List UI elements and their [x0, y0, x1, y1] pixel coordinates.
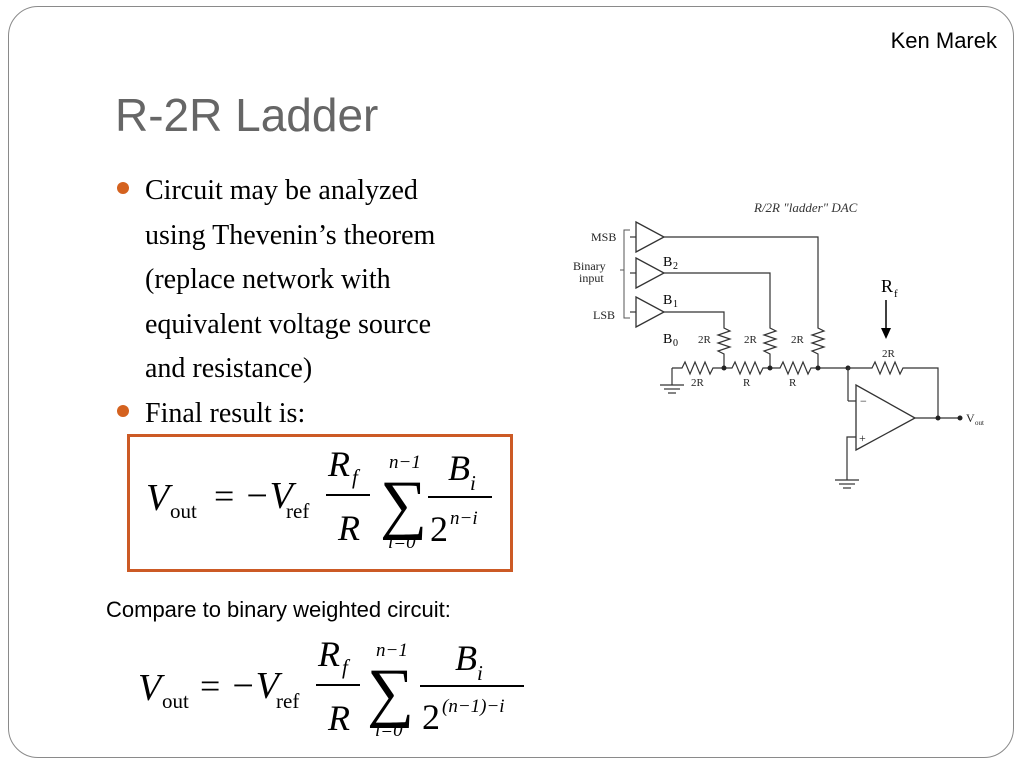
bullet-line: equivalent voltage source [145, 308, 432, 340]
resistor-2r-icon [716, 325, 732, 368]
formula-bi: B [455, 638, 477, 678]
resistor-label: R [789, 377, 797, 389]
formula-bi-sub: i [477, 661, 483, 685]
wire [664, 236, 819, 325]
slide-frame [8, 6, 1014, 758]
author-name: Ken Marek [890, 28, 997, 53]
formula-exponent: (n−1)−i [442, 696, 505, 717]
formula-sum-bottom: i=0 [375, 720, 403, 741]
formula-sum-top: n−1 [389, 452, 421, 473]
resistor-2r-icon [762, 325, 778, 368]
bullet-line: using Thevenin’s theorem [145, 219, 436, 251]
resistor-r-icon [770, 360, 818, 376]
vout-label: V [966, 411, 975, 425]
formula-vout-sub: out [162, 689, 189, 713]
sigma-icon: ∑ [367, 656, 414, 729]
formula-r: R [337, 508, 360, 548]
circuit-caption: R/2R "ladder" DAC [753, 200, 858, 215]
b2-label: B [663, 255, 672, 270]
formula-vout: V [138, 667, 165, 709]
formula-bi: B [448, 448, 470, 488]
buffer-mid-icon [635, 256, 666, 290]
resistor-label: 2R [698, 334, 712, 346]
formula-equals: = [214, 476, 234, 516]
buffer-msb-icon [635, 220, 666, 254]
b0-sub: 0 [673, 338, 678, 349]
formula-two: 2 [430, 509, 448, 549]
formula-rf: R [327, 444, 350, 484]
output-terminal [957, 415, 963, 421]
formula-bi-sub: i [470, 471, 476, 495]
bullet-line: (replace network with [145, 264, 391, 295]
slide-title: R-2R Ladder [115, 89, 379, 141]
formula-rf-sub: f [352, 465, 361, 489]
formula-ref-sub: ref [276, 689, 299, 713]
lsb-label: LSB [593, 308, 615, 322]
resistor-label: 2R [744, 334, 758, 346]
resistor-2r-icon [810, 325, 826, 368]
resistor-r-icon [724, 360, 770, 376]
bullet-line: Final result is: [145, 397, 306, 429]
formula-vout: V [146, 477, 173, 519]
msb-label: MSB [591, 230, 616, 244]
compare-label: Compare to binary weighted circuit: [106, 597, 451, 622]
formula-minus-vref: −V [244, 475, 297, 517]
formula-minus-vref: −V [230, 665, 283, 707]
formula-two: 2 [422, 697, 440, 737]
b2-sub: 2 [673, 261, 678, 272]
bullet-line: Circuit may be analyzed [145, 175, 418, 206]
op-amp-minus: − [860, 394, 867, 408]
formula-vout-sub: out [170, 499, 197, 523]
junction-dot [815, 365, 821, 371]
formula-rf-sub: f [342, 655, 351, 679]
rf-sub: f [894, 288, 898, 300]
r2r-dac-circuit: R/2R "ladder" DAC MSB Binary input LSB B… [573, 200, 984, 489]
sigma-icon: ∑ [380, 468, 427, 541]
buffer-lsb-icon [635, 295, 666, 329]
wire [664, 272, 771, 325]
junction-dot [721, 365, 727, 371]
rf-arrowhead-icon [881, 328, 891, 339]
formula-ref-sub: ref [286, 499, 309, 523]
formula-equals: = [200, 666, 220, 706]
bullet-list: Circuit may be analyzed using Thevenin’s… [117, 169, 497, 436]
formula-exponent: n−i [450, 508, 478, 529]
rf-label: R [881, 276, 893, 296]
formula-rf: R [317, 634, 340, 674]
formula-sum-bottom: i=0 [388, 532, 416, 553]
formula-sum-top: n−1 [376, 640, 408, 661]
bw-formula: V out = −V ref R f R n−1 ∑ i=0 B i 2 (n−… [138, 634, 524, 741]
junction-dot [767, 365, 773, 371]
op-amp-icon [855, 383, 917, 452]
binary-label: Binary [573, 259, 606, 273]
resistor-label: 2R [882, 348, 896, 360]
formula-r: R [327, 698, 350, 738]
b1-sub: 1 [673, 299, 678, 310]
rr-formula: V out = −V ref R f R n−1 ∑ i=0 B i 2 n−i [146, 444, 492, 553]
bullet-dot-icon [117, 404, 129, 417]
op-amp-plus: + [859, 431, 866, 445]
resistor-feedback-icon [848, 360, 939, 418]
wire [664, 311, 725, 325]
resistor-label: R [743, 377, 751, 389]
junction-dot [935, 415, 941, 421]
resistor-label: 2R [691, 377, 705, 389]
b1-label: B [663, 293, 672, 308]
b0-label: B [663, 332, 672, 347]
formula-highlight-box [127, 434, 513, 572]
input-bracket [623, 229, 630, 319]
bullet-item: Circuit may be analyzed using Thevenin’s… [117, 169, 497, 392]
resistor-2r-icon [672, 360, 724, 376]
vout-sub: out [975, 419, 984, 427]
input-label: input [579, 271, 604, 285]
bullet-line: and resistance) [145, 353, 313, 384]
bullet-item: Final result is: [117, 392, 497, 437]
resistor-label: 2R [791, 334, 805, 346]
bullet-dot-icon [117, 182, 129, 194]
